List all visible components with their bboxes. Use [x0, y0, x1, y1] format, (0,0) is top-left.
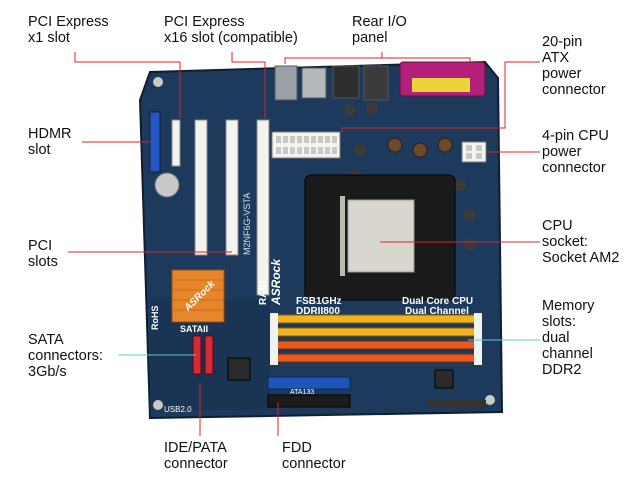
leader-pcie-x1 [74, 52, 181, 118]
label-hdmr: HDMR slot [28, 126, 72, 158]
label-line: connector [542, 160, 606, 176]
chipset-heatsink: ASRock [171, 269, 225, 323]
label-line: slot [28, 142, 51, 158]
ps2-port [274, 65, 298, 101]
label-line: Rear I/O [352, 14, 407, 30]
audio-jacks [363, 65, 389, 101]
board-usb-text: USB2.0 [164, 405, 192, 414]
label-fdd: FDD connector [282, 440, 346, 472]
cpu-4pin-power-connector [461, 141, 487, 163]
socket-lever [340, 196, 345, 276]
label-line: socket: [542, 234, 588, 250]
label-line: PCI [28, 238, 53, 254]
label-line: panel [352, 30, 388, 46]
board-rohs-text: RoHS [150, 306, 160, 331]
label-memory: Memory slots: dual channel DDR2 [542, 298, 594, 378]
pci-slot [225, 119, 239, 256]
label-line: 4-pin CPU [542, 128, 609, 144]
label-line: Memory [542, 298, 595, 314]
pcie-x1-slot [171, 119, 181, 167]
label-ide: IDE/PATA connector [164, 440, 228, 472]
pci-slot [194, 119, 208, 256]
socket-body [347, 199, 415, 273]
label-line: PCI Express [164, 14, 245, 30]
label-atx20: 20-pin ATX power connector [542, 34, 606, 98]
sata-connector [204, 335, 214, 375]
leader-rear-io [284, 52, 383, 64]
leader-atx20 [341, 61, 540, 132]
label-sata: SATA connectors: 3Gb/s [28, 332, 103, 380]
ide-connector [267, 376, 351, 390]
mount-hole [485, 395, 495, 405]
board-sata-text: SATAII [180, 324, 208, 334]
pci-slots [194, 119, 239, 256]
board-dual-core-text: Dual Core CPU [402, 296, 473, 307]
rear-io-panel [274, 61, 486, 101]
pcie-x16-slot [256, 119, 270, 296]
leader-rear-io-right [382, 57, 471, 62]
board-ata-text: ATA133 [290, 389, 314, 396]
label-line: slots [28, 254, 58, 270]
label-line: DDR2 [542, 362, 582, 378]
vga-port [332, 65, 360, 99]
board-ddr-text: DDRII800 [296, 306, 340, 317]
parallel-sticker [412, 78, 470, 92]
label-pcie-x16: PCI Express x16 slot (compatible) [164, 14, 298, 46]
cmos-battery [154, 172, 180, 198]
board-brand-text: ASRock [269, 258, 283, 306]
label-line: Socket AM2 [542, 250, 620, 266]
board-raid-text: RAID [258, 281, 269, 305]
super-io-chip [227, 357, 251, 381]
label-line: connector [542, 82, 606, 98]
dimm-slot [271, 327, 481, 337]
label-line: SATA [28, 332, 64, 348]
label-line: power [542, 144, 582, 160]
fdd-connector [267, 394, 351, 408]
label-line: connector [282, 456, 346, 472]
label-line: connector [164, 456, 228, 472]
board-model-text: M2NF6G-VSTA [242, 193, 252, 255]
audio-chip [434, 369, 454, 389]
cpu-socket [304, 174, 456, 301]
board-fsb-text: FSB1GHz [296, 296, 342, 307]
dimm-slot [271, 340, 481, 350]
label-line: dual [542, 330, 570, 346]
leader-pcie-x16 [231, 52, 266, 118]
label-line: 20-pin [542, 34, 583, 50]
label-cpu4pin: 4-pin CPU power connector [542, 128, 609, 176]
label-line: PCI Express [28, 14, 109, 30]
label-line: FDD [282, 440, 312, 456]
mount-hole [153, 400, 163, 410]
label-pci-slots: PCI slots [28, 238, 58, 270]
label-pcie-x1: PCI Express x1 slot [28, 14, 109, 46]
label-line: 3Gb/s [28, 364, 67, 380]
memory-slots [270, 313, 482, 365]
label-line: connectors: [28, 348, 103, 364]
label-cpu-socket: CPU socket: Socket AM2 [542, 218, 619, 266]
label-line: x16 slot (compatible) [164, 30, 298, 46]
leader-lines [68, 52, 540, 436]
label-line: ATX [542, 50, 570, 66]
board-dual-channel-text: Dual Channel [405, 306, 469, 317]
label-rear-io: Rear I/O panel [352, 14, 407, 46]
label-line: CPU [542, 218, 573, 234]
label-line: channel [542, 346, 593, 362]
bottom-header [428, 400, 486, 408]
vrm-components [344, 102, 476, 251]
mount-hole [153, 77, 163, 87]
dimm-slot [271, 353, 481, 363]
label-line: slots: [542, 314, 576, 330]
usb-stack [301, 67, 327, 99]
label-line: IDE/PATA [164, 440, 227, 456]
hdmr-slot [149, 111, 161, 173]
atx-power-connector [271, 131, 341, 159]
label-line: power [542, 66, 582, 82]
label-line: x1 slot [28, 30, 70, 46]
label-line: HDMR [28, 126, 72, 142]
